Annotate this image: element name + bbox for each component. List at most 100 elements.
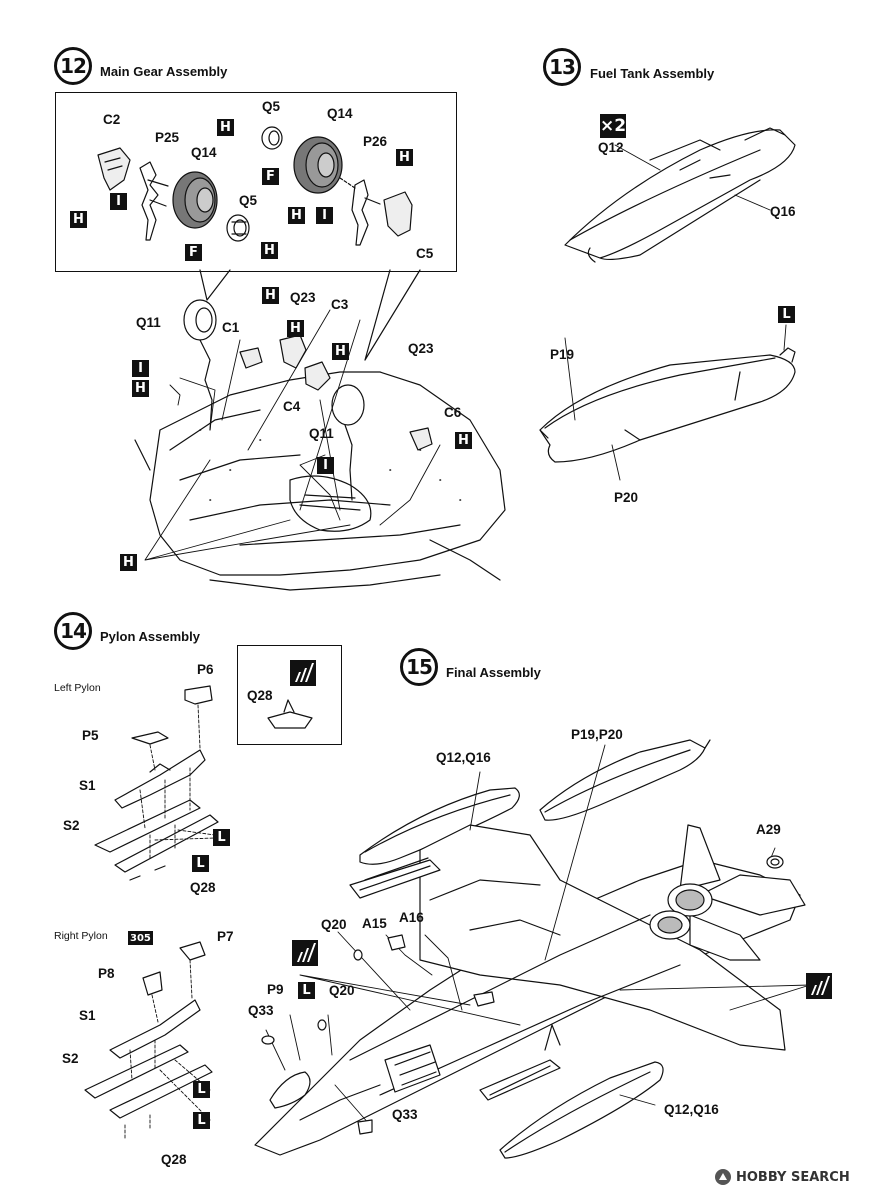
paint-code-icon	[292, 940, 318, 966]
part-label-p8: P8	[98, 966, 115, 981]
part-label-p25: P25	[155, 130, 180, 145]
step15-leaders	[265, 744, 811, 1126]
left-pylon-label: Left Pylon	[54, 682, 101, 694]
part-label-c4: C4	[283, 399, 301, 414]
part-label-q12-q16-lower: Q12,Q16	[664, 1102, 719, 1117]
glue-badge-h: H	[120, 554, 137, 571]
part-label-a15: A15	[362, 916, 387, 931]
part-label-q5-left: Q5	[239, 193, 258, 208]
glue-badge-h: H	[332, 343, 349, 360]
right-pylon-parts	[84, 941, 213, 1119]
fuel-tank-upper	[564, 127, 796, 263]
part-label-s1-left: S1	[79, 778, 96, 793]
right-pylon-guides	[124, 959, 211, 1141]
color-code-badge-305: 305	[128, 931, 153, 945]
right-pylon-label: Right Pylon	[54, 930, 108, 942]
glue-badge-h: H	[217, 119, 234, 136]
part-label-q20-upper: Q20	[321, 917, 347, 932]
glue-badge-l: L	[298, 982, 315, 999]
step-14-title: Pylon Assembly	[100, 629, 200, 644]
glue-badge-f: F	[262, 168, 279, 185]
part-label-q33-upper: Q33	[248, 1003, 274, 1018]
part-label-s2-right: S2	[62, 1051, 79, 1066]
glue-badge-i: I	[317, 457, 334, 474]
part-label-q12-q16-upper: Q12,Q16	[436, 750, 491, 765]
part-label-q11-upper: Q11	[136, 315, 161, 330]
left-wheel	[172, 171, 218, 229]
part-label-q5-right: Q5	[262, 99, 281, 114]
part-label-q12: Q12	[598, 140, 624, 155]
callout-pointer-right	[364, 269, 421, 361]
part-label-p6: P6	[197, 662, 214, 677]
step15-small-parts	[261, 855, 784, 1135]
glue-badge-h: H	[70, 211, 87, 228]
right-wheel	[293, 136, 356, 194]
glue-badge-l: L	[193, 1081, 210, 1098]
paint-code-icon	[290, 660, 316, 686]
glue-badge-f: F	[185, 244, 202, 261]
step-12-title: Main Gear Assembly	[100, 64, 228, 79]
part-label-p9: P9	[267, 982, 284, 997]
glue-badge-l: L	[193, 1112, 210, 1129]
part-label-p19-p20: P19,P20	[571, 727, 623, 742]
part-label-p19: P19	[550, 347, 575, 362]
fuel-tank-lower	[539, 347, 796, 463]
q28-inset-part	[267, 699, 313, 729]
glue-badge-i: I	[110, 193, 127, 210]
part-label-a29: A29	[756, 822, 781, 837]
part-label-q28-right: Q28	[161, 1152, 187, 1167]
glue-badge-i: I	[132, 360, 149, 377]
part-label-a16: A16	[399, 910, 424, 925]
step-15-title: Final Assembly	[446, 665, 541, 680]
glue-badge-h: H	[262, 287, 279, 304]
step-14-number: 14	[54, 612, 92, 650]
part-label-p5: P5	[82, 728, 99, 743]
left-pylon-parts	[94, 685, 219, 881]
right-gear-strut	[351, 179, 413, 246]
final-drop-tank-lower	[499, 1061, 664, 1159]
glue-badge-i: I	[316, 207, 333, 224]
glue-badge-l: L	[778, 306, 795, 323]
left-pylon-guides	[139, 704, 216, 861]
step-12-number: 12	[54, 47, 92, 85]
watermark-text: HOBBY SEARCH	[736, 1170, 850, 1185]
part-label-s2-left: S2	[63, 818, 80, 833]
part-label-c3: C3	[331, 297, 349, 312]
glue-badge-h: H	[288, 207, 305, 224]
left-hub	[226, 214, 250, 242]
paint-code-icon	[806, 973, 832, 999]
part-label-p26: P26	[363, 134, 388, 149]
step12-detail-box	[55, 92, 457, 272]
glue-badge-h: H	[261, 242, 278, 259]
final-drop-tank-left	[359, 787, 520, 865]
step12-gear-installed	[183, 299, 433, 501]
part-label-c5: C5	[416, 246, 434, 261]
part-label-q16: Q16	[770, 204, 796, 219]
part-label-s1-right: S1	[79, 1008, 96, 1023]
callout-pointer-left	[199, 269, 231, 301]
step-13-title: Fuel Tank Assembly	[590, 66, 715, 81]
part-label-p7: P7	[217, 929, 234, 944]
part-label-q28-left: Q28	[190, 880, 216, 895]
glue-badge-h: H	[132, 380, 149, 397]
part-label-q33-lower: Q33	[392, 1107, 418, 1122]
part-label-q23-upper: Q23	[290, 290, 316, 305]
glue-badge-h: H	[287, 320, 304, 337]
right-hub	[261, 126, 283, 150]
glue-badge-l: L	[213, 829, 230, 846]
step-13-number: 13	[543, 48, 581, 86]
part-label-q14-right: Q14	[327, 106, 353, 121]
step12-leaders	[144, 309, 441, 561]
final-aircraft	[254, 824, 806, 1156]
step13-leaders	[564, 144, 787, 481]
part-label-q11-lower: Q11	[309, 426, 334, 441]
hobby-search-logo-icon	[715, 1169, 731, 1185]
part-label-p20: P20	[614, 490, 639, 505]
glue-badge-h: H	[396, 149, 413, 166]
part-label-q28-inset: Q28	[247, 688, 273, 703]
part-label-q14-left: Q14	[191, 145, 217, 160]
step-15-number: 15	[400, 648, 438, 686]
left-gear-strut	[97, 147, 169, 241]
glue-badge-h: H	[455, 432, 472, 449]
